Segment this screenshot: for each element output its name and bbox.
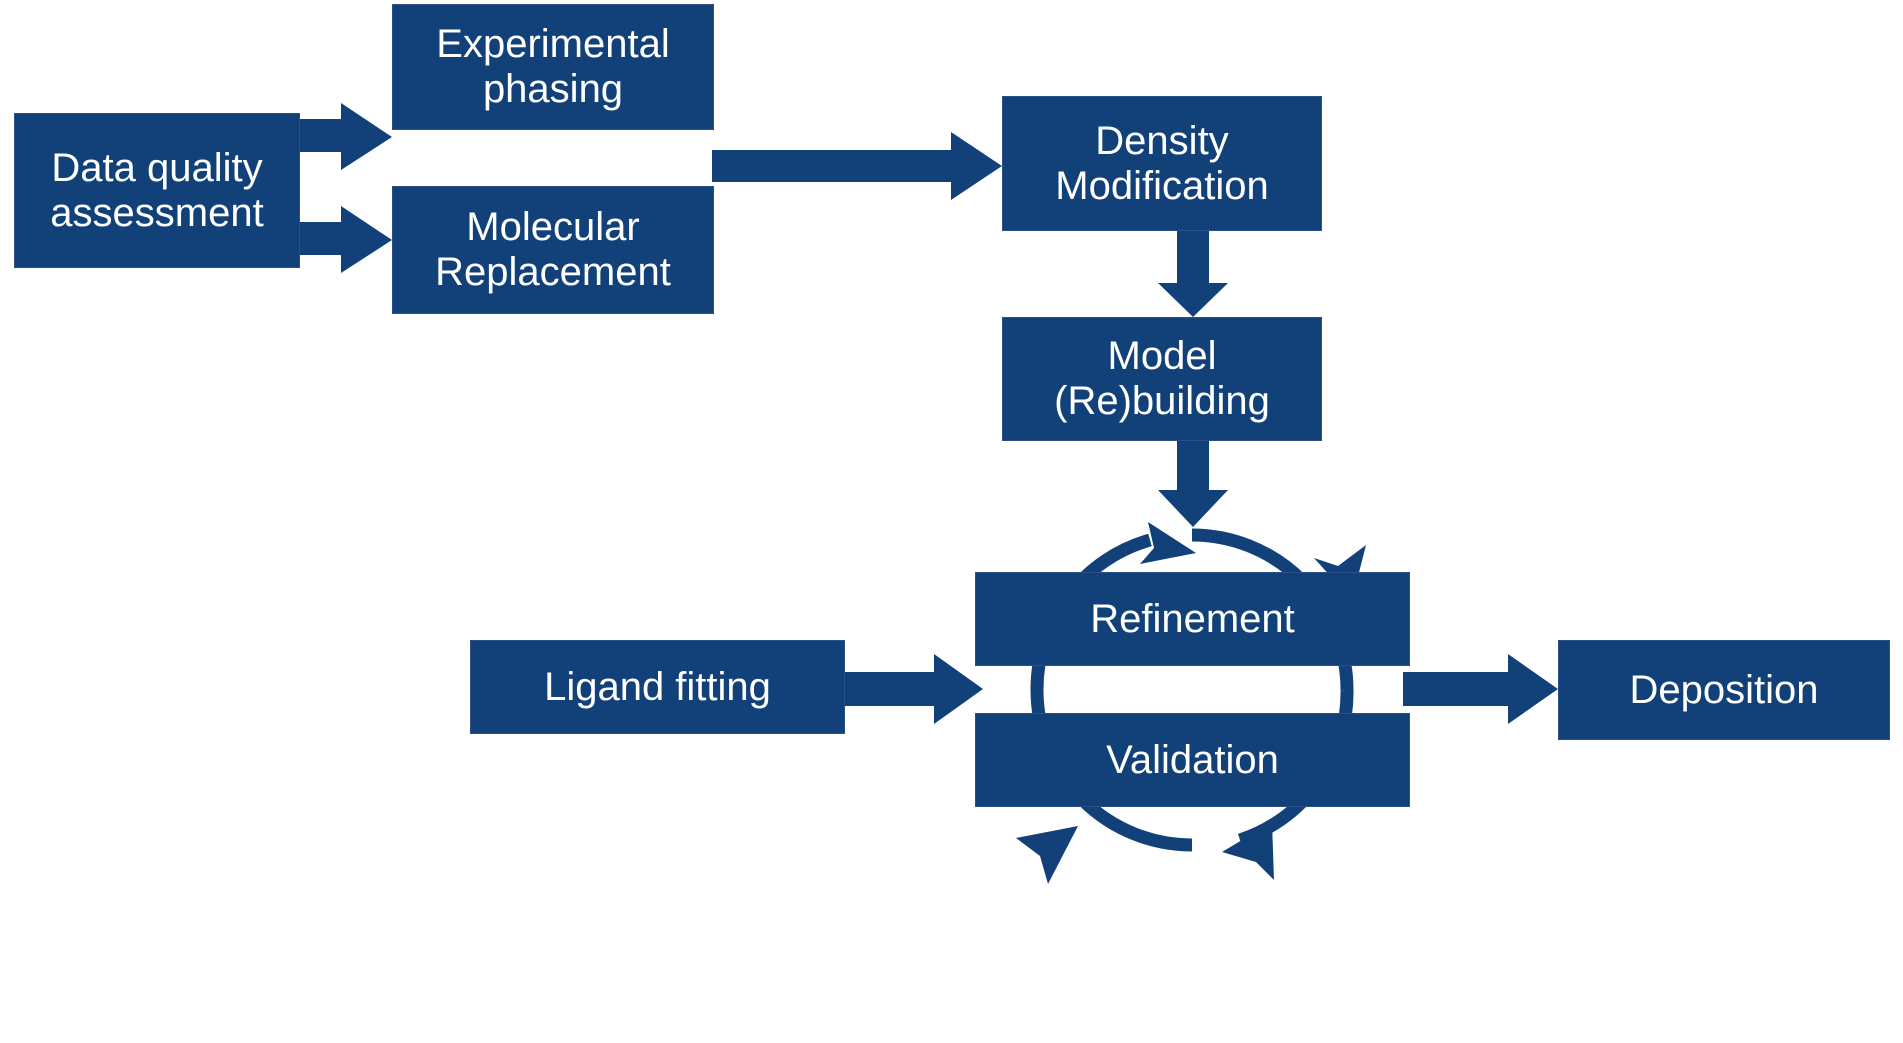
node-validation[interactable]: Validation xyxy=(975,713,1410,807)
arrow-dq-to-molecular-replacement xyxy=(300,206,392,273)
node-density-modification[interactable]: Density Modification xyxy=(1002,96,1322,231)
arrow-phasing-to-density xyxy=(712,132,1002,200)
node-deposition[interactable]: Deposition xyxy=(1558,640,1890,740)
arrow-ligand-to-cycle xyxy=(845,654,983,724)
node-refinement[interactable]: Refinement xyxy=(975,572,1410,666)
node-experimental-phasing[interactable]: Experimental phasing xyxy=(392,4,714,130)
arrow-density-to-model xyxy=(1158,231,1228,317)
node-molecular-replacement[interactable]: Molecular Replacement xyxy=(392,186,714,314)
arrow-cycle-to-deposition xyxy=(1403,654,1558,724)
arrow-model-to-cycle xyxy=(1158,441,1228,527)
arrow-dq-to-experimental xyxy=(300,103,392,170)
node-model-rebuilding[interactable]: Model (Re)building xyxy=(1002,317,1322,441)
node-data-quality-assessment[interactable]: Data quality assessment xyxy=(14,113,300,268)
node-ligand-fitting[interactable]: Ligand fitting xyxy=(470,640,845,734)
